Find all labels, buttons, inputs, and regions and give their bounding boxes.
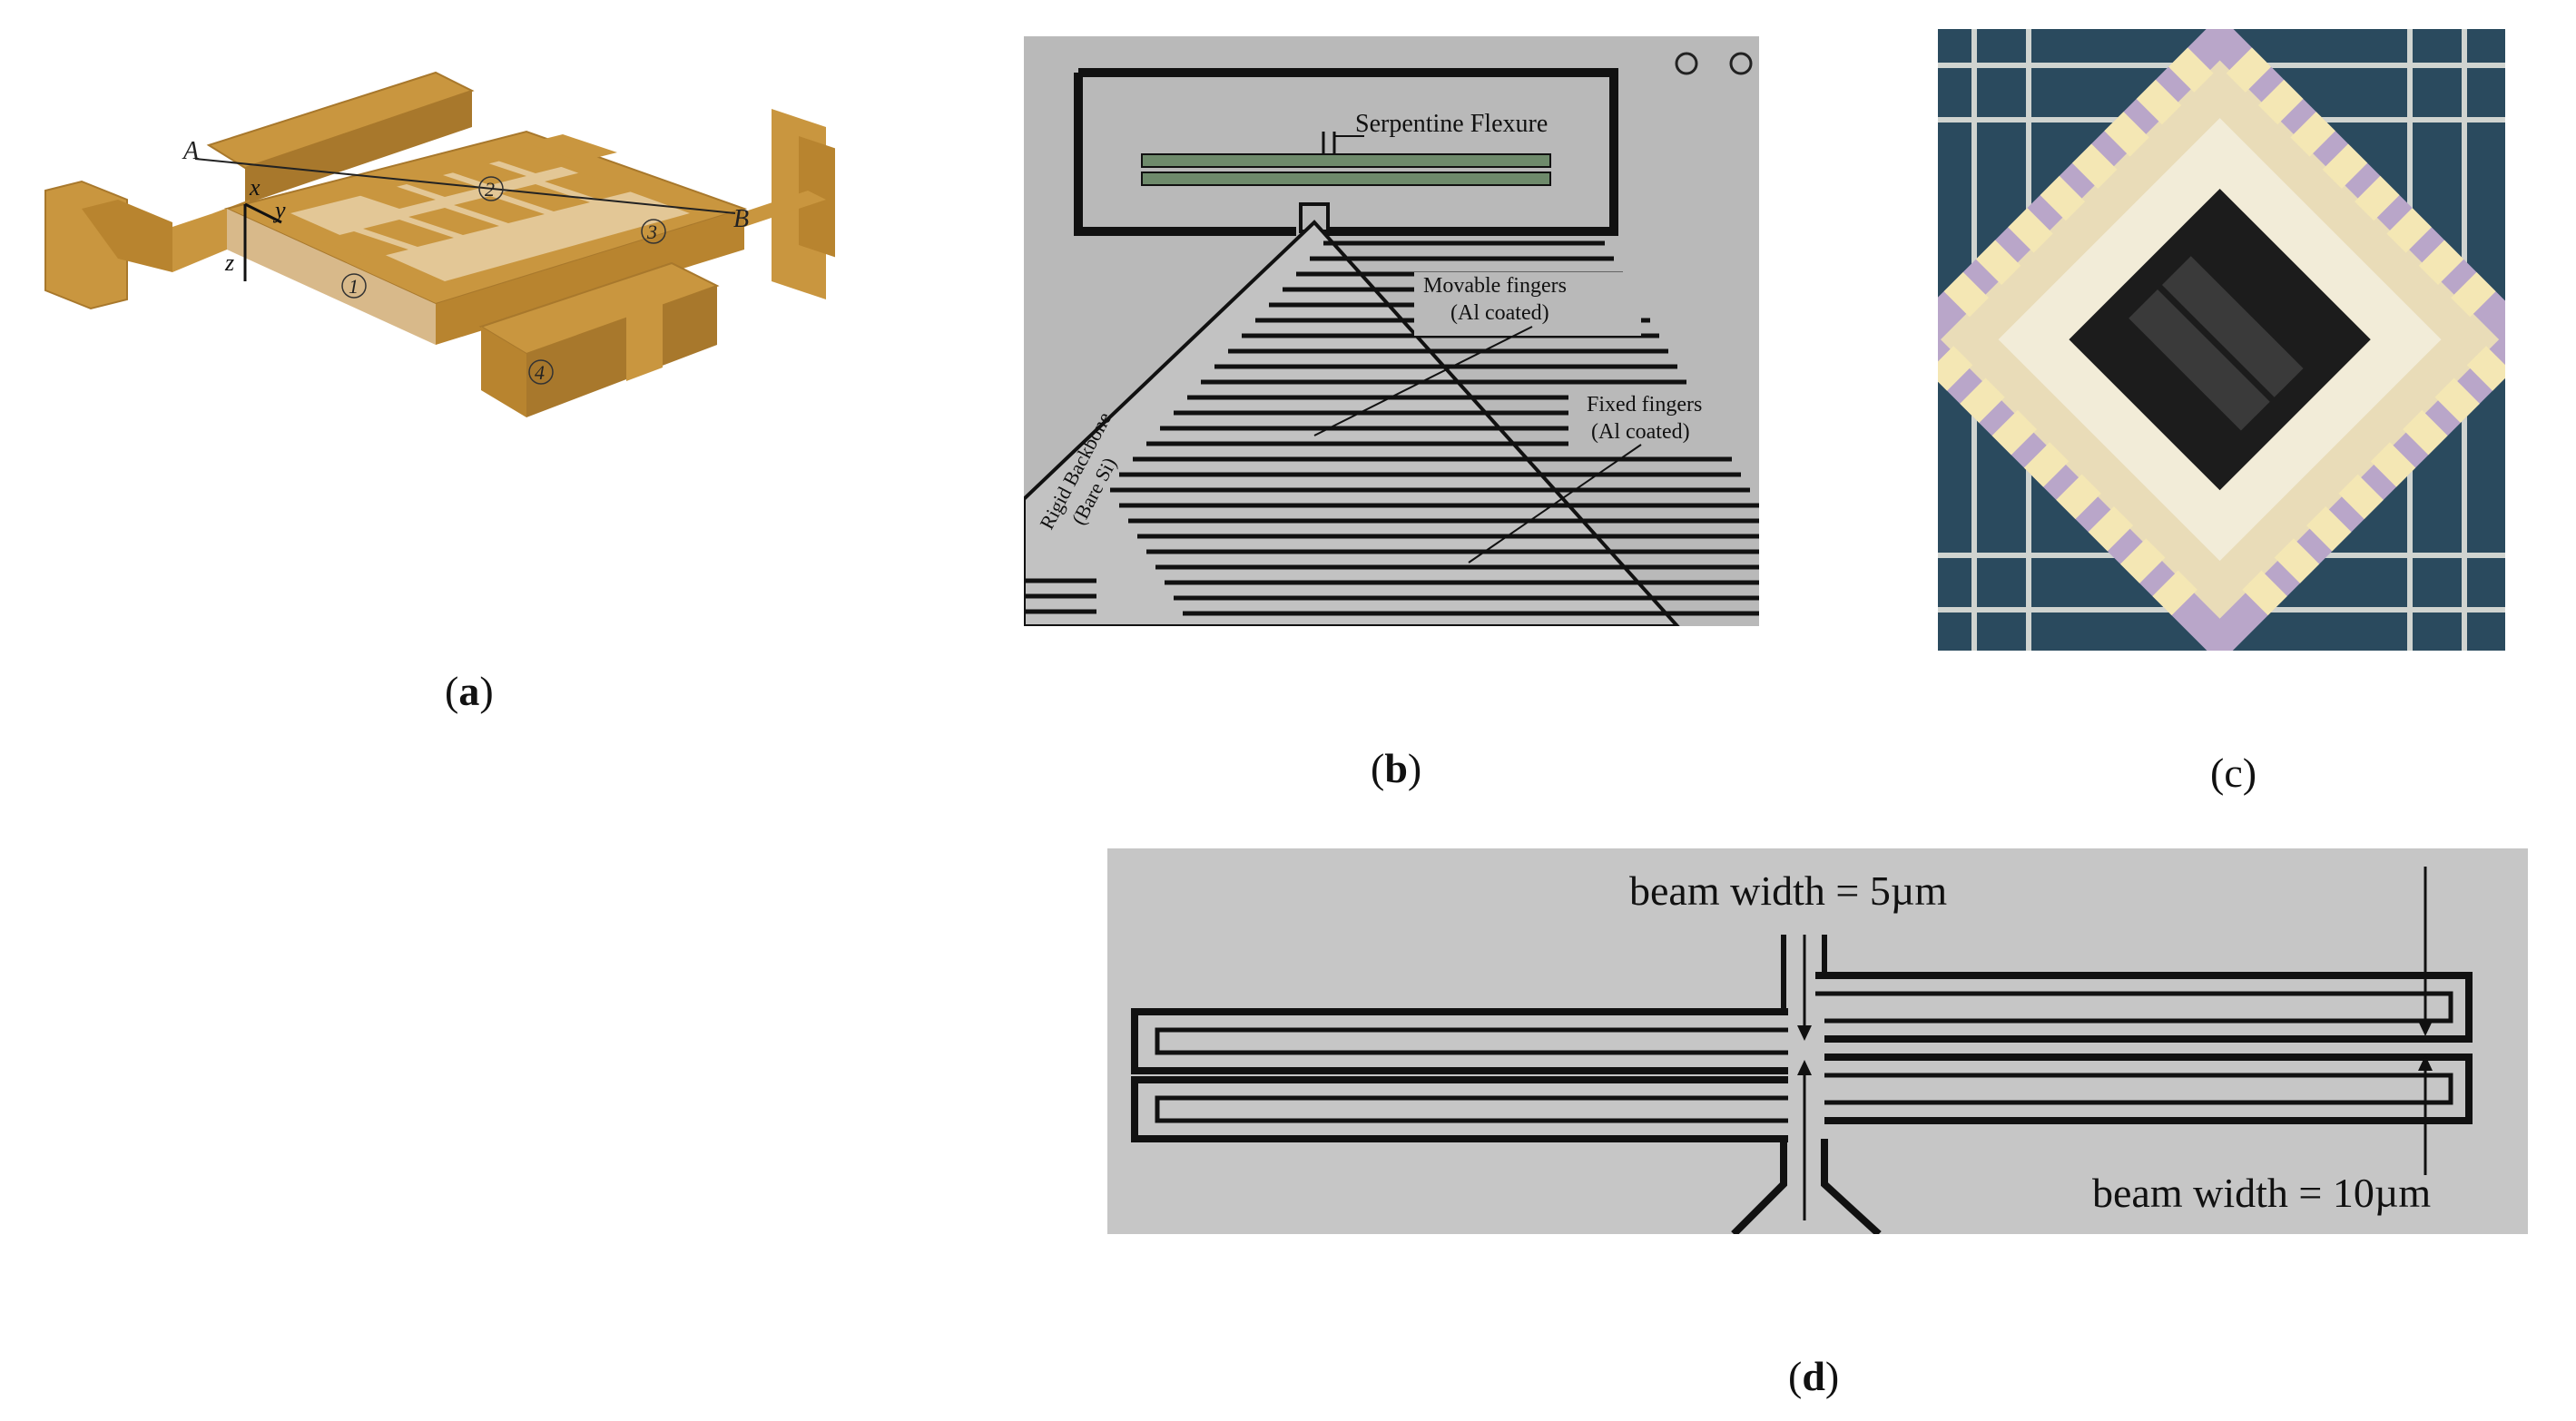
bond-pads	[1938, 47, 2505, 616]
anchor-bottom-right-front	[481, 327, 526, 417]
caption-d: (d)	[1788, 1353, 1840, 1399]
proof-mass-front	[227, 209, 436, 345]
axis-x-label: x	[249, 174, 261, 201]
caption-b: (b)	[1371, 745, 1422, 791]
label-4: 4	[535, 361, 545, 384]
fixed-label-1: Fixed fingers	[1587, 393, 1702, 416]
serpentine-beam-2	[1141, 172, 1551, 186]
flexure-chamber	[1074, 68, 1618, 236]
beam-5um-label: beam width = 5µm	[1629, 867, 1947, 914]
left-beam-upper	[1131, 1008, 1788, 1074]
fixed-label-2: (Al coated)	[1591, 420, 1690, 444]
serpentine-label: Serpentine Flexure	[1355, 110, 1548, 138]
label-3: 3	[646, 220, 657, 243]
upper-beam-outer	[1815, 972, 2473, 1043]
left-beam-upper-inner	[1155, 1027, 1788, 1055]
label-1-circle	[341, 273, 367, 299]
stem-left	[1731, 1139, 1787, 1234]
section-line-ab	[194, 158, 736, 214]
movable-label-2: (Al coated)	[1450, 301, 1549, 325]
marker-circle-2	[1729, 52, 1753, 75]
label-2-circle	[478, 176, 504, 201]
movable-label-bg	[1414, 272, 1641, 336]
right-beam-lower	[1824, 1054, 2473, 1124]
axis-z-label: z	[224, 250, 234, 276]
movable-arrow	[1313, 326, 1533, 436]
anchor-bottom-left-arm	[82, 200, 172, 272]
proof-mass-right	[436, 209, 744, 345]
serpentine-beam-1	[1141, 153, 1551, 168]
label-4-circle	[528, 359, 554, 385]
mems-3d-illustration: A B x y z 2 3 1 4	[44, 71, 835, 417]
panel-b-micrograph: Serpentine Flexure Movable fingers (Al c…	[1024, 36, 1759, 626]
fixed-label-bg	[1568, 390, 1750, 454]
label-1: 1	[349, 275, 359, 298]
rigid-backbone	[1024, 220, 1680, 626]
left-beam-lower	[1131, 1076, 1788, 1142]
panel-d-beam-micrograph: beam width = 5µm beam width = 10µm	[1107, 848, 2528, 1234]
sensor-block-2	[2129, 289, 2270, 431]
movable-label-1: Movable fingers	[1423, 274, 1567, 298]
axis-y-label: y	[272, 197, 286, 223]
panel-c-chip-photo	[1938, 29, 2505, 651]
axis-y-line	[244, 202, 282, 224]
anchor-bottom-right-side	[526, 286, 717, 417]
anchor-top-right-arm	[726, 191, 826, 227]
anchor-bottom-left-link	[172, 209, 227, 272]
fixed-arrow	[1468, 444, 1642, 564]
caption-c: (c)	[2210, 750, 2257, 796]
point-a-label: A	[182, 137, 200, 165]
sensor-block-1	[2161, 256, 2304, 397]
label-2: 2	[485, 178, 495, 201]
right-beam-lower-inner	[1824, 1073, 2453, 1105]
stem-right	[1821, 1139, 1882, 1234]
upper-beam-inner	[1815, 991, 2453, 1024]
serpentine-micrograph: Serpentine Flexure Movable fingers (Al c…	[1024, 36, 1759, 626]
marker-circle-1	[1675, 52, 1698, 75]
anchor-top-left-side	[245, 91, 472, 204]
packaged-chip	[1938, 29, 2505, 651]
point-b-label: B	[733, 205, 749, 233]
beam-10um-label: beam width = 10µm	[2092, 1170, 2431, 1216]
anchor-bottom-right-post	[626, 277, 663, 381]
label-3-circle	[641, 219, 666, 244]
panel-a-mems-model: A B x y z 2 3 1 4	[18, 54, 835, 563]
left-beam-lower-inner	[1155, 1095, 1788, 1123]
caption-a: (a)	[445, 668, 494, 714]
beam-width-micrograph: beam width = 5µm beam width = 10µm	[1107, 848, 2528, 1234]
